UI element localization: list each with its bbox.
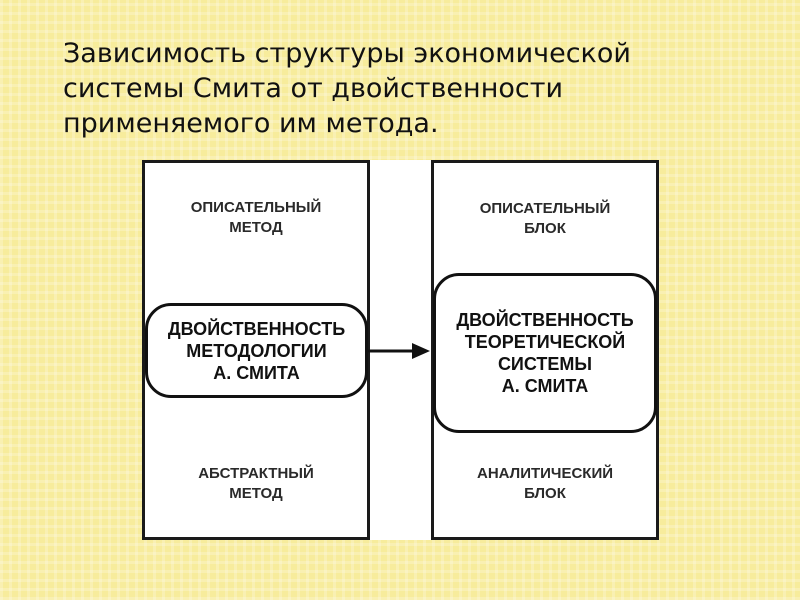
methodology-duality-box: ДВОЙСТВЕННОСТЬ МЕТОДОЛОГИИ А. СМИТА (145, 303, 368, 398)
descriptive-method-label: ОПИСАТЕЛЬНЫЙ МЕТОД (190, 199, 322, 236)
abstract-method-label: АБСТРАКТНЫЙ МЕТОД (198, 465, 314, 502)
right-arrow-icon (366, 343, 430, 359)
title-line: системы Смита от двойственности (63, 73, 563, 104)
title-line: Зависимость структуры экономической (63, 38, 631, 69)
theoretical-system-duality-box: ДВОЙСТВЕННОСТЬ ТЕОРЕТИЧЕСКОЙ СИСТЕМЫ А. … (433, 273, 657, 433)
analytical-block-label: АНАЛИТИЧЕСКИЙ БЛОК (476, 465, 614, 502)
descriptive-block-label: ОПИСАТЕЛЬНЫЙ БЛОК (479, 200, 611, 237)
title-line: применяемого им метода. (63, 108, 439, 139)
method-structure-diagram: ОПИСАТЕЛЬНЫЙ МЕТОД АБСТРАКТНЫЙ МЕТОД ОПИ… (142, 160, 659, 540)
slide-title: Зависимость структуры экономической сист… (63, 36, 763, 141)
